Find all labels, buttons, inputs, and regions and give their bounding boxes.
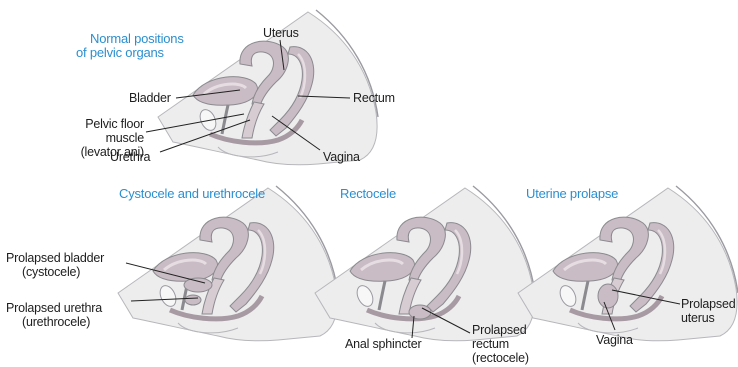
label-urethra: Urethra [110,150,150,164]
uterine-prolapse-title: Uterine prolapse [526,186,618,201]
label-anal-sphincter: Anal sphincter [345,337,421,351]
label-prolapsed-uterus-line2: uterus [681,311,715,325]
prolapsed-bladder-bulge [184,278,212,292]
label-vagina-prolapse: Vagina [596,333,633,347]
prolapsed-uterus-bulge [598,284,618,308]
normal-title-line2: of pelvic organs [76,45,164,60]
label-rectum: Rectum [353,91,395,105]
prolapsed-rectum-bulge [409,305,431,319]
label-bladder: Bladder [129,91,171,105]
label-prolapsed-urethra-line2: (urethrocele) [22,315,90,329]
cystocele-illustration [118,186,338,341]
label-pelvic-floor-line1: Pelvic floor [60,117,144,131]
label-uterus: Uterus [263,26,299,40]
label-prolapsed-rectum-line3: (rectocele) [472,351,529,365]
label-prolapsed-urethra-line1: Prolapsed urethra [6,301,102,315]
label-prolapsed-rectum-line2: rectum [472,337,509,351]
normal-title-line1: Normal positions [90,31,184,46]
label-prolapsed-bladder-line2: (cystocele) [22,265,80,279]
label-vagina: Vagina [323,150,360,164]
cystocele-title: Cystocele and urethrocele [119,186,265,201]
label-prolapsed-rectum-line1: Prolapsed [472,323,527,337]
label-prolapsed-uterus-line1: Prolapsed [681,297,736,311]
rectocele-title: Rectocele [340,186,396,201]
label-pelvic-floor-line2: muscle [60,131,144,145]
label-prolapsed-bladder-line1: Prolapsed bladder [6,251,104,265]
prolapsed-urethra-bulge [185,295,201,305]
